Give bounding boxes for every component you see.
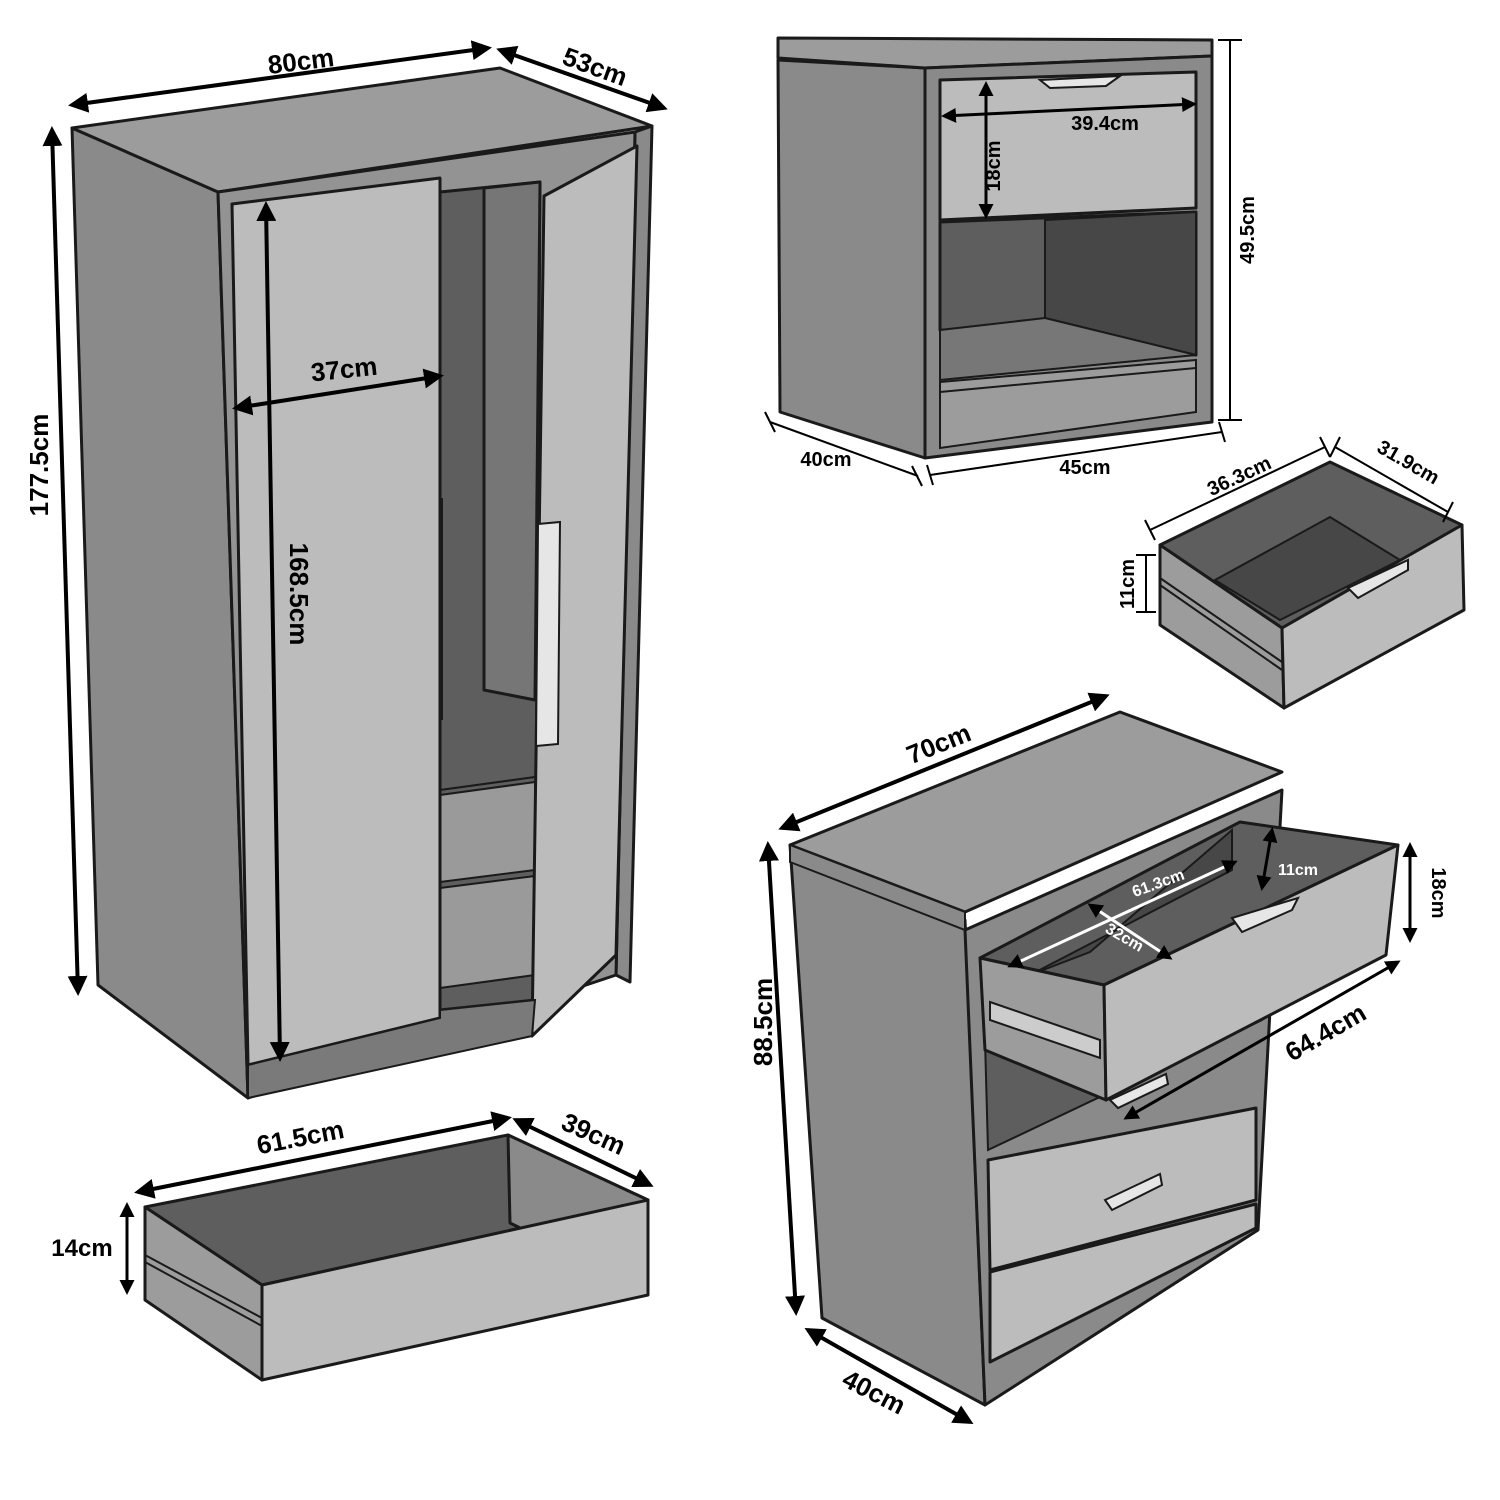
wardrobe-height-label: 177.5cm <box>24 414 54 517</box>
chest-height-label: 88.5cm <box>748 978 778 1066</box>
nsdrawer-height-label: 18cm <box>983 140 1005 191</box>
ns-width-label: 45cm <box>1059 457 1110 479</box>
chest-inner-height-label: 11cm <box>1278 862 1318 879</box>
nsd-depth-line <box>1334 446 1449 513</box>
nightstand-drawer <box>1158 460 1466 710</box>
chest-inner-depth-arrow <box>1087 903 1173 960</box>
wardrobe-left-door <box>230 176 442 1067</box>
ns-depth-label: 40cm <box>800 449 851 471</box>
chest-depth-arrow <box>804 1328 974 1424</box>
nightstand-drawer-front <box>938 70 1198 222</box>
nsd-width-line <box>1149 446 1326 531</box>
chest-slide-length-label: 64.4cm <box>1280 997 1371 1067</box>
chest-height-arrow <box>758 841 806 1316</box>
wardrobe-depth-arrow <box>496 45 668 113</box>
door-height-arrow <box>256 201 290 1062</box>
nsd-depth-label: 31.9cm <box>1373 436 1443 489</box>
door-width-label: 37cm <box>309 351 378 388</box>
wardrobe-right-door <box>530 144 639 1038</box>
wardrobe-width-arrow <box>68 40 492 113</box>
wardrobe-height-arrow <box>42 126 88 996</box>
ns-depth-line <box>769 421 919 477</box>
wdrawer-width-arrow <box>134 1111 512 1199</box>
nsd-height-label: 11cm <box>1117 559 1139 609</box>
wdrawer-height-label: 14cm <box>51 1235 112 1262</box>
wardrobe-width-label: 80cm <box>266 42 336 80</box>
nsdrawer-width-label: 39.4cm <box>1071 113 1139 135</box>
door-height-label: 168.5cm <box>284 543 314 646</box>
wdrawer-depth-label: 39cm <box>557 1107 630 1161</box>
wdrawer-depth-arrow <box>512 1117 654 1188</box>
nightstand-drawer-dimensions: 36.3cm 31.9cm 11cm <box>1117 436 1454 613</box>
chest-width-arrow <box>778 692 1110 832</box>
chest-depth-label: 40cm <box>838 1364 911 1421</box>
ns-height-label: 49.5cm <box>1237 196 1259 264</box>
ns-width-line <box>929 431 1223 476</box>
nightstand-dimensions: 39.4cm 18cm 49.5cm 40cm 45cm <box>764 39 1259 487</box>
nightstand <box>776 36 1214 460</box>
wardrobe <box>70 66 654 1100</box>
chest-slide-length-arrow <box>1123 960 1401 1120</box>
chest-front-height-label: 18cm <box>1427 867 1449 918</box>
wardrobe-drawer <box>143 1133 650 1382</box>
chest-inner-height-arrow <box>1256 827 1278 891</box>
